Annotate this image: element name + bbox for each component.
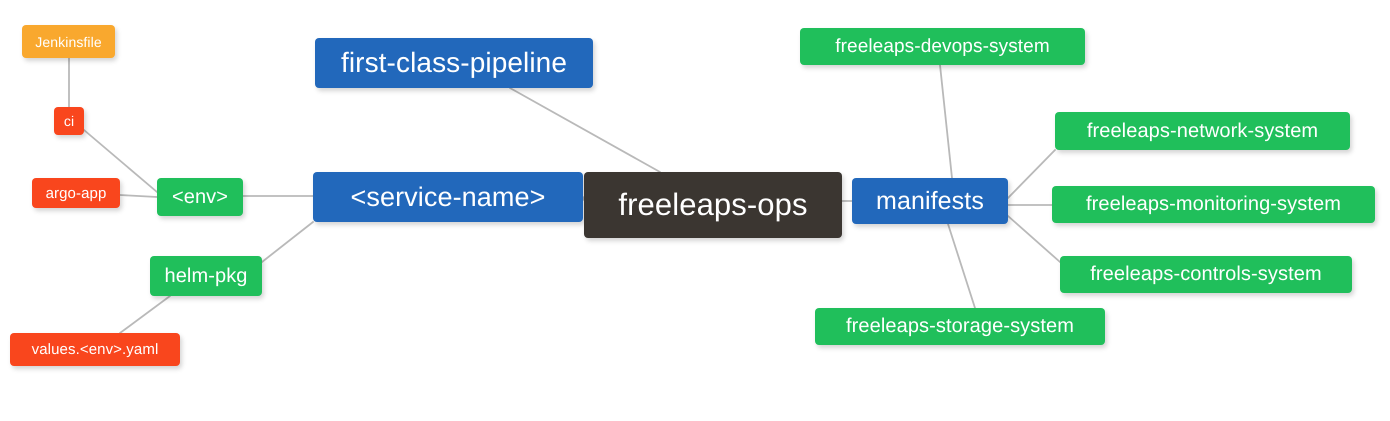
mindmap-node-first-class-pipeline[interactable]: first-class-pipeline <box>315 38 593 88</box>
mindmap-node-freeleaps-controls-system[interactable]: freeleaps-controls-system <box>1060 256 1352 293</box>
mindmap-node-env[interactable]: <env> <box>157 178 243 216</box>
mindmap-node-jenkinsfile[interactable]: Jenkinsfile <box>22 25 115 58</box>
mindmap-node-freeleaps-monitoring-system[interactable]: freeleaps-monitoring-system <box>1052 186 1375 223</box>
mindmap-node-freeleaps-network-system[interactable]: freeleaps-network-system <box>1055 112 1350 150</box>
mindmap-node-service-name[interactable]: <service-name> <box>313 172 583 222</box>
mindmap-node-values-yaml[interactable]: values.<env>.yaml <box>10 333 180 366</box>
mindmap-node-helm-pkg[interactable]: helm-pkg <box>150 256 262 296</box>
mindmap-node-ci[interactable]: ci <box>54 107 84 135</box>
mindmap-node-freeleaps-devops-system[interactable]: freeleaps-devops-system <box>800 28 1085 65</box>
mindmap-node-freeleaps-ops[interactable]: freeleaps-ops <box>584 172 842 238</box>
mindmap-node-manifests[interactable]: manifests <box>852 178 1008 224</box>
mindmap-node-freeleaps-storage-system[interactable]: freeleaps-storage-system <box>815 308 1105 345</box>
mindmap-node-argo-app[interactable]: argo-app <box>32 178 120 208</box>
